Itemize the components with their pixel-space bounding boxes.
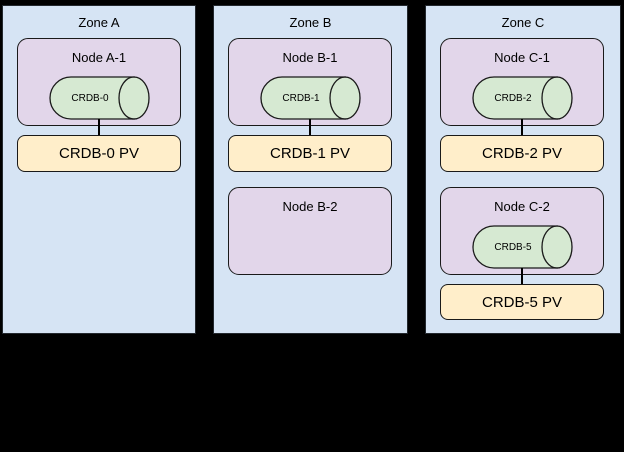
crdb-0-pv-label: CRDB-0 PV bbox=[58, 145, 140, 162]
crdb-0-pv-box: CRDB-0 PV bbox=[17, 135, 181, 172]
crdb-1-pv-label: CRDB-1 PV bbox=[269, 145, 351, 162]
node-b1-title: Node B-1 bbox=[282, 50, 338, 65]
crdb-1-to-pv-connector bbox=[309, 119, 311, 135]
zone-b-container: Zone B Node B-1 CRDB-1 CRDB-1 PV Node B-… bbox=[213, 5, 408, 334]
crdb-1-pv-box: CRDB-1 PV bbox=[228, 135, 392, 172]
zone-b-title: Zone B bbox=[289, 15, 332, 30]
node-c1-box: Node C-1 CRDB-2 bbox=[440, 38, 604, 126]
crdb-0-pod-cylinder-icon: CRDB-0 bbox=[48, 76, 150, 120]
crdb-5-to-pv-connector bbox=[521, 268, 523, 284]
crdb-2-pv-label: CRDB-2 PV bbox=[481, 145, 563, 162]
crdb-1-pod-cylinder-icon: CRDB-1 bbox=[259, 76, 361, 120]
zone-a-container: Zone A Node A-1 CRDB-0 CRDB-0 PV bbox=[2, 5, 196, 334]
node-c1-title: Node C-1 bbox=[494, 50, 550, 65]
crdb-0-pod-label: CRDB-0 bbox=[71, 92, 109, 104]
crdb-5-pod-cylinder-icon: CRDB-5 bbox=[471, 225, 573, 269]
crdb-2-pv-box: CRDB-2 PV bbox=[440, 135, 604, 172]
zone-a-title: Zone A bbox=[78, 15, 120, 30]
node-c2-title: Node C-2 bbox=[494, 199, 550, 214]
zone-c-title: Zone C bbox=[501, 15, 545, 30]
node-c2-box: Node C-2 CRDB-5 bbox=[440, 187, 604, 275]
crdb-1-pod-label: CRDB-1 bbox=[282, 92, 320, 104]
node-a1-title: Node A-1 bbox=[71, 50, 127, 65]
crdb-5-pv-box: CRDB-5 PV bbox=[440, 284, 604, 320]
node-b2-title: Node B-2 bbox=[282, 199, 338, 214]
crdb-0-to-pv-connector bbox=[98, 119, 100, 135]
crdb-2-to-pv-connector bbox=[521, 119, 523, 135]
crdb-2-pod-label: CRDB-2 bbox=[494, 92, 532, 104]
node-a1-box: Node A-1 CRDB-0 bbox=[17, 38, 181, 126]
node-b2-box: Node B-2 bbox=[228, 187, 392, 275]
node-b1-box: Node B-1 CRDB-1 bbox=[228, 38, 392, 126]
crdb-5-pod-label: CRDB-5 bbox=[494, 241, 532, 253]
zone-c-container: Zone C Node C-1 CRDB-2 CRDB-2 PV Node C-… bbox=[425, 5, 621, 334]
crdb-2-pod-cylinder-icon: CRDB-2 bbox=[471, 76, 573, 120]
crdb-5-pv-label: CRDB-5 PV bbox=[481, 293, 563, 311]
